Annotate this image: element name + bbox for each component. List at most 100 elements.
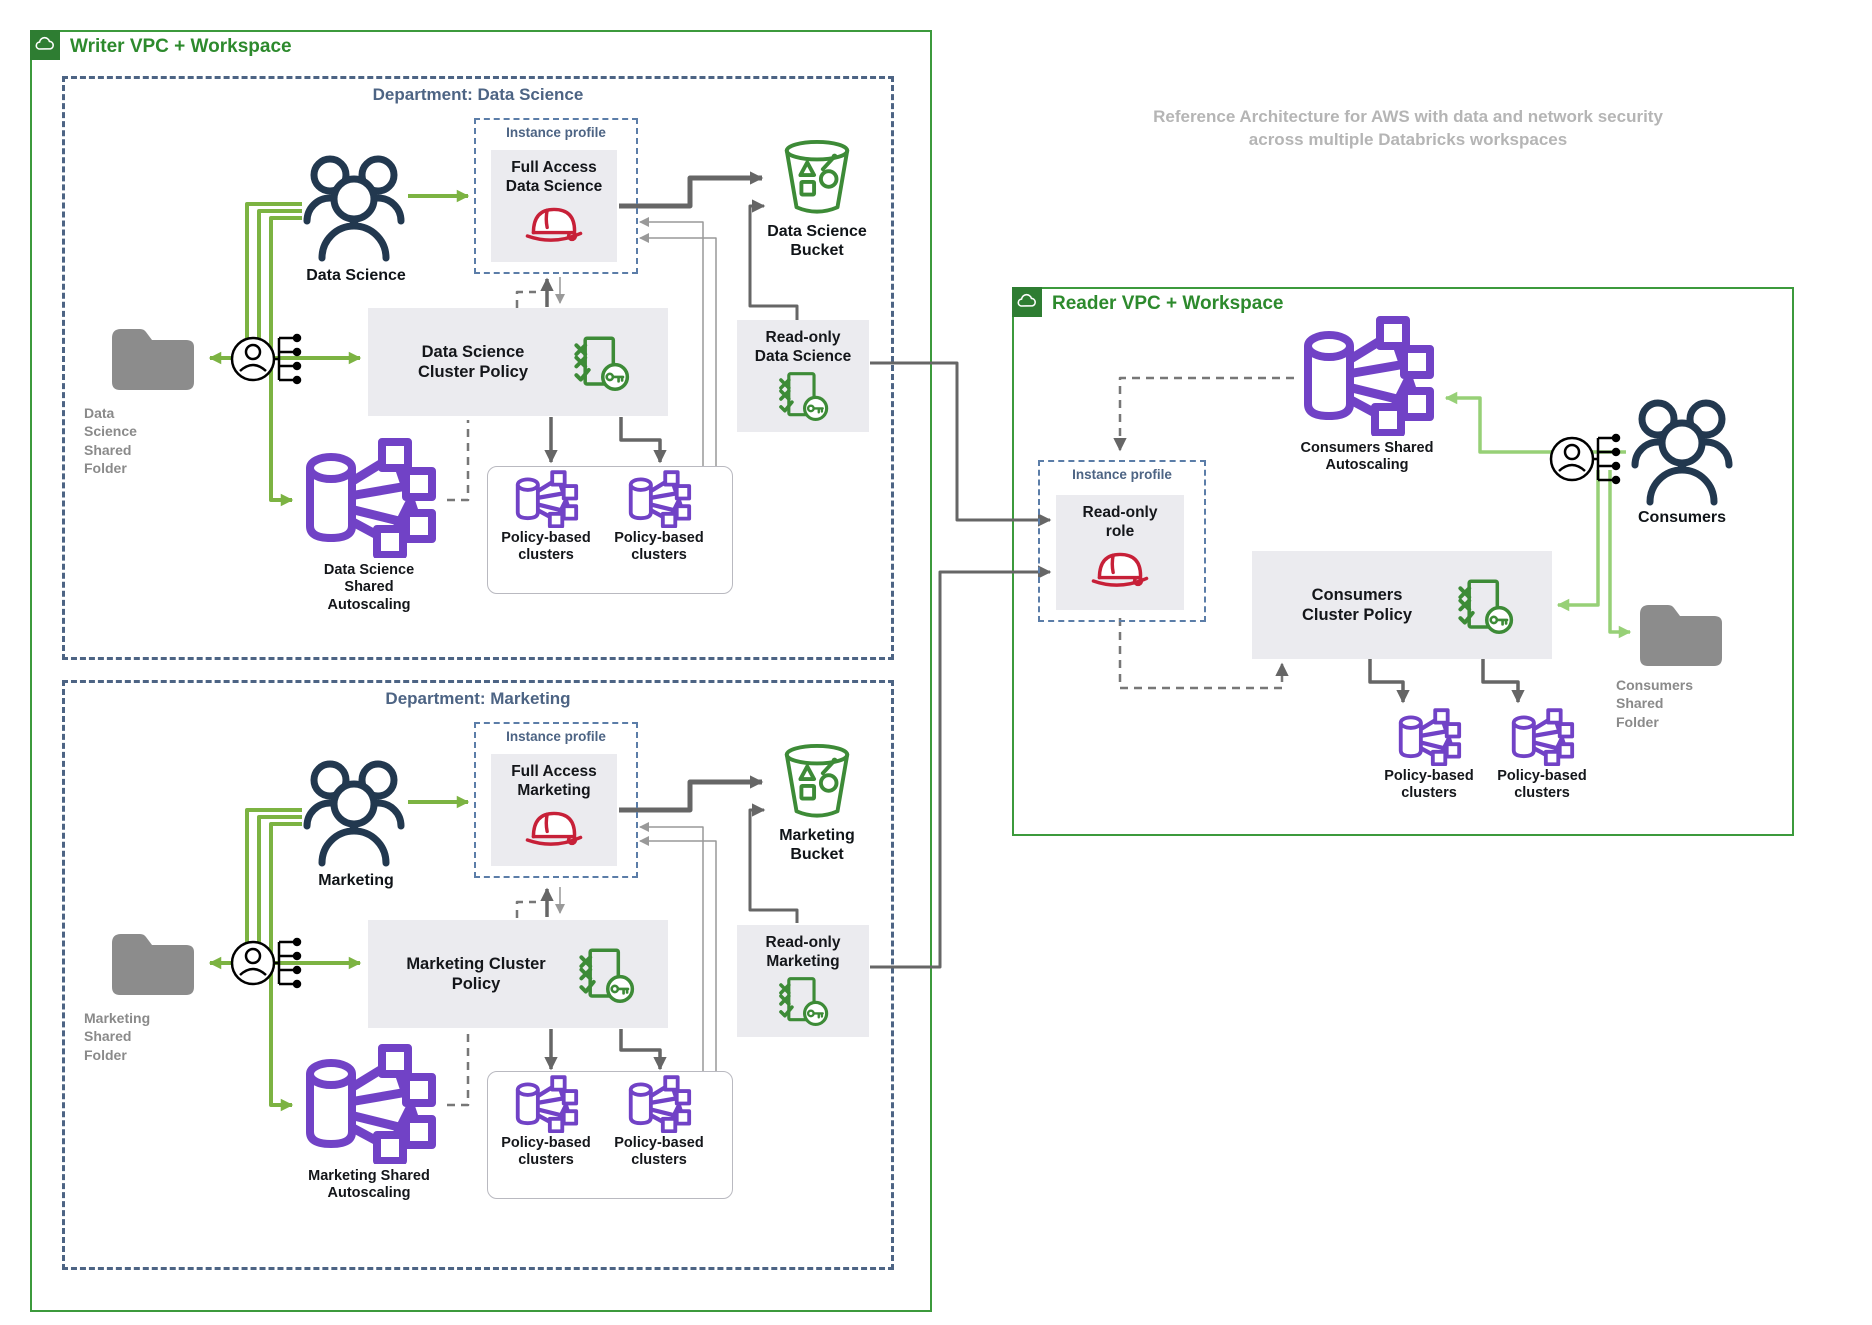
mkt-read-only-label: Read-only Marketing [765,934,841,970]
writer-vpc-box: Writer VPC + Workspace [30,30,932,1312]
ds-cluster-policy-label: Data Science Cluster Policy [417,342,529,381]
ds-full-access-label: Full Access Data Science [505,159,603,195]
policy-checklist-key-icon [1458,579,1514,634]
consumers-users-icon [1626,392,1738,506]
consumers-autoscaling-label: Consumers Shared Autoscaling [1300,440,1434,474]
data-science-folder-label: Data Science Shared Folder [84,405,137,477]
consumers-cluster-policy-label: Consumers Cluster Policy [1301,585,1413,624]
ds-instance-profile-box: Instance profile [474,118,638,274]
ds-read-only-node: Read-only Data Science [737,320,869,432]
dashed-ds-autoscaling-to-policy [447,420,470,502]
consumers-users-label: Consumers [1637,509,1727,526]
policy-checklist-key-icon [779,976,829,1026]
arrow-ds-users-to-folder [208,202,302,365]
mkt-cluster-policy-label: Marketing Cluster Policy [406,954,546,993]
policy-cluster-icon [512,1075,580,1133]
dept-data-science-box: Department: Data Science [62,76,894,660]
marketing-folder-label: Marketing Shared Folder [84,1010,151,1063]
line-mkt-cluster-return-1 [639,822,704,1071]
arrow-mkt-policy-to-cluster-2 [619,1029,667,1071]
reader-read-only-role-label: Read-only role [1082,504,1158,540]
data-science-bucket-label: Data Science Bucket [767,223,867,260]
consumers-cluster-policy-node: Consumers Cluster Policy [1252,551,1552,659]
data-science-users-label: Data Science [306,267,406,284]
user-permissions-icon [1549,433,1621,485]
mkt-autoscaling-cluster-icon [298,1044,440,1164]
diagram-title: Reference Architecture for AWS with data… [1128,106,1688,152]
data-science-folder-icon [112,329,194,390]
policy-checklist-key-icon [578,948,634,1003]
arrow-reader-policy-to-cluster-2 [1481,659,1525,704]
consumers-folder-icon [1640,605,1722,666]
iam-role-helmet-icon [525,207,583,242]
dashed-mkt-autoscaling-to-policy [447,1031,470,1107]
reader-vpc-label: Reader VPC + Workspace [1052,293,1284,314]
mkt-policy-clusters-container [487,1071,733,1199]
mkt-instance-profile-box: Instance profile [474,722,638,878]
arrow-mkt-readonly-to-reader-role [870,565,1052,969]
dept-data-science-label: Department: Data Science [372,85,584,104]
reader-vpc-box: Reader VPC + Workspace [1012,287,1794,836]
ds-policy-clusters-1-label: Policy-based clusters [501,530,591,564]
ds-instance-profile-label: Instance profile [506,125,606,140]
arrow-mkt-role-to-bucket [619,775,764,813]
policy-cluster-icon [1395,708,1463,766]
dashed-mkt-policy-to-profile [515,900,536,918]
marketing-folder-icon [112,934,194,995]
iam-role-helmet-icon [1091,552,1149,587]
marketing-users-label: Marketing [318,872,394,889]
reader-read-only-role-node: Read-only role [1056,495,1184,610]
mkt-full-access-node: Full Access Marketing [491,754,617,866]
mkt-full-access-label: Full Access Marketing [511,763,597,799]
data-science-bucket-icon [784,139,850,214]
reader-policy-clusters-1-label: Policy-based clusters [1384,768,1474,802]
diagram-title-line1: Reference Architecture for AWS with data… [1153,107,1663,126]
reader-policy-clusters-2-label: Policy-based clusters [1497,768,1587,802]
policy-checklist-key-icon [574,336,630,391]
line-ds-cluster-return-2 [639,233,717,467]
consumers-autoscaling-cluster-icon [1296,316,1438,436]
marketing-bucket-icon [784,743,850,818]
arrow-ds-readonly-to-reader-role [870,361,1052,527]
policy-cluster-icon [512,470,580,528]
policy-cluster-icon [1508,708,1576,766]
ds-autoscaling-cluster-icon [298,438,440,558]
mkt-read-only-node: Read-only Marketing [737,925,869,1037]
ds-full-access-node: Full Access Data Science [491,150,617,262]
marketing-users-icon [298,753,410,867]
user-permissions-icon [230,333,302,385]
ds-cluster-policy-node: Data Science Cluster Policy [368,308,668,416]
data-science-users-icon [298,148,410,262]
iam-role-helmet-icon [525,811,583,846]
mkt-cluster-policy-node: Marketing Cluster Policy [368,920,668,1028]
arrow-ds-role-to-bucket [619,171,764,209]
ds-policy-clusters-container [487,466,733,594]
line-mkt-cluster-return-2 [639,836,717,1071]
dept-marketing-box: Department: Marketing [62,680,894,1270]
diagram-title-line2: across multiple Databricks workspaces [1248,129,1568,149]
ds-autoscaling-label: Data Science Shared Autoscaling [323,562,415,613]
mkt-policy-clusters-2-label: Policy-based clusters [614,1135,704,1169]
arrow-consumers-to-folder [1608,470,1632,639]
writer-vpc-label: Writer VPC + Workspace [70,36,292,57]
ds-read-only-label: Read-only Data Science [754,329,852,365]
arrow-mkt-users-to-folder [208,808,302,970]
mkt-instance-profile-label: Instance profile [506,729,606,744]
arrow-mkt-users-to-cluster-policy [257,815,362,970]
mkt-autoscaling-label: Marketing Shared Autoscaling [308,1168,430,1202]
ds-policy-clusters-2-label: Policy-based clusters [614,530,704,564]
policy-cluster-icon [625,1075,693,1133]
arrow-mkt-readonly-to-bucket [748,803,799,923]
line-ds-cluster-return-1 [639,217,704,467]
arrow-consumers-to-cluster-policy [1556,470,1600,612]
arrow-ds-policy-to-cluster-2 [619,417,667,464]
arrow-reader-policy-to-cluster-1 [1368,659,1410,704]
policy-cluster-icon [625,470,693,528]
dashed-reader-autoscaling-to-profile [1113,376,1294,452]
reader-instance-profile-box: Instance profile [1038,460,1206,622]
user-permissions-icon [230,937,302,989]
arrow-ds-readonly-to-bucket [748,199,799,320]
mkt-policy-clusters-1-label: Policy-based clusters [501,1135,591,1169]
